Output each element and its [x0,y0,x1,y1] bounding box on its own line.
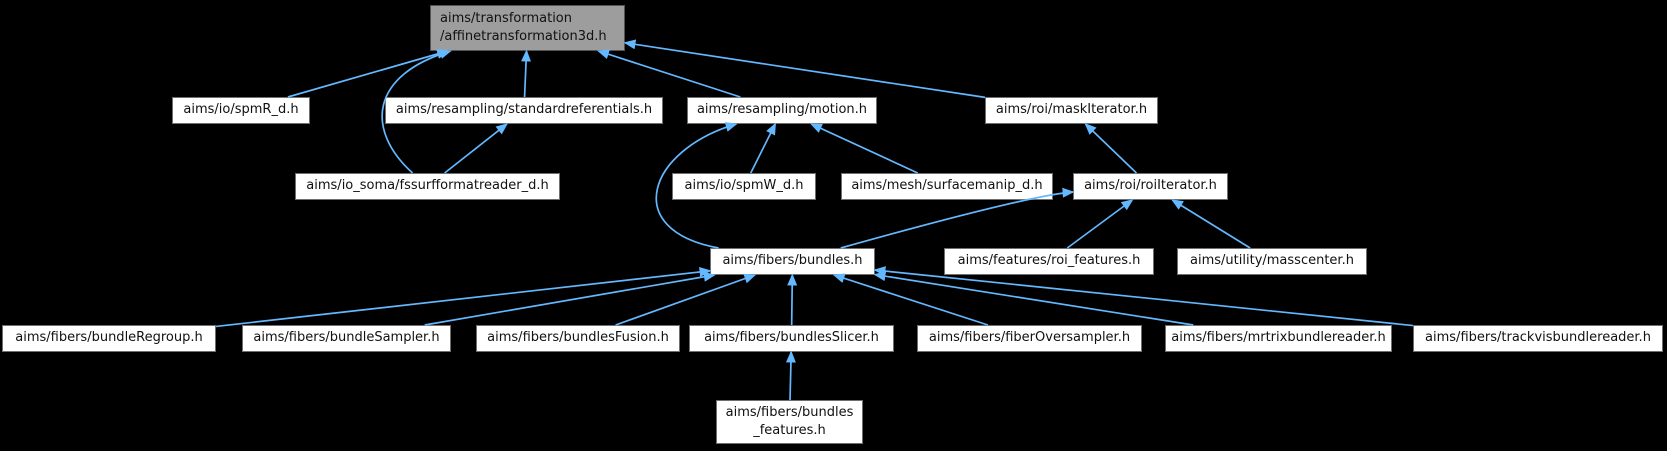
edge-bundles_features-to-bundlesSlicer [785,350,796,401]
graph-node-affinetransformation3d[interactable]: aims/transformation/affinetransformation… [430,5,625,51]
edge-bundleRegroup-to-bundles [215,267,712,328]
graph-node-label: aims/roi/maskIterator.h [995,102,1148,118]
graph-node-label: aims/roi/roiIterator.h [1084,178,1217,194]
graph-node-trackvisbundlereader[interactable]: aims/fibers/trackvisbundlereader.h [1413,325,1663,352]
graph-node-label: aims/io/spmR_d.h [183,102,299,118]
graph-node-maskIterator[interactable]: aims/roi/maskIterator.h [985,97,1158,124]
edge-mrtrixbundlereader-to-bundles [873,271,1194,326]
edge-spmR_d-to-affinetransformation3d [287,49,450,98]
graph-node-masscenter[interactable]: aims/utility/masscenter.h [1177,248,1367,275]
edge-spmW_d-to-motion [749,122,777,174]
graph-node-label: aims/fibers/fiberOversampler.h [928,330,1131,346]
graph-node-label: aims/transformation [440,10,572,26]
graph-node-roiIterator[interactable]: aims/roi/roiIterator.h [1073,173,1228,200]
graph-node-fiberOversampler[interactable]: aims/fibers/fiberOversampler.h [917,325,1142,352]
edge-surfacemanip_d-to-motion [809,123,919,174]
edge-fiberOversampler-to-bundles [832,273,989,326]
graph-node-bundlesFusion[interactable]: aims/fibers/bundlesFusion.h [476,325,680,352]
graph-node-label: _features.h [753,423,826,438]
edge-fssurfformatreader_d-to-standardreferentials [444,123,509,174]
graph-node-label: /affinetransformation3d.h [440,29,607,44]
edge-bundles-to-roiIterator [840,187,1075,249]
graph-node-bundlesSlicer[interactable]: aims/fibers/bundlesSlicer.h [689,325,894,352]
edge-bundleSampler-to-bundles [424,271,716,326]
graph-node-label: aims/fibers/bundleSampler.h [253,330,440,346]
graph-node-roi_features[interactable]: aims/features/roi_features.h [944,248,1154,275]
graph-node-bundleSampler[interactable]: aims/fibers/bundleSampler.h [242,325,451,352]
edge-roiIterator-to-maskIterator [1084,122,1138,174]
graph-node-spmR_d[interactable]: aims/io/spmR_d.h [172,97,310,124]
graph-node-label: aims/fibers/bundlesSlicer.h [704,330,879,346]
edge-motion-to-affinetransformation3d [597,49,741,98]
graph-node-bundles[interactable]: aims/fibers/bundles.h [710,248,875,275]
edge-masscenter-to-roiIterator [1171,199,1251,249]
graph-node-label: aims/utility/masscenter.h [1190,253,1354,269]
graph-node-label: aims/io/spmW_d.h [684,178,804,194]
graph-node-surfacemanip_d[interactable]: aims/mesh/surfacemanip_d.h [841,173,1053,200]
graph-node-motion[interactable]: aims/resampling/motion.h [687,97,877,124]
graph-node-label: aims/features/roi_features.h [957,253,1141,269]
edge-bundlesFusion-to-bundles [615,273,757,326]
edge-roi_features-to-roiIterator [1066,199,1134,249]
graph-node-label: aims/fibers/mrtrixbundlereader.h [1171,330,1386,346]
graph-node-bundles_features[interactable]: aims/fibers/bundles _features.h [716,400,863,444]
graph-node-label: aims/io_soma/fssurfformatreader_d.h [306,178,549,194]
edge-bundlesSlicer-to-bundles [787,273,798,326]
graph-node-spmW_d[interactable]: aims/io/spmW_d.h [672,173,816,200]
graph-node-label: aims/fibers/trackvisbundlereader.h [1425,330,1651,346]
graph-node-bundleRegroup[interactable]: aims/fibers/bundleRegroup.h [2,325,216,352]
graph-node-mrtrixbundlereader[interactable]: aims/fibers/mrtrixbundlereader.h [1165,325,1392,352]
graph-node-label: aims/resampling/motion.h [696,102,868,118]
graph-node-label: aims/fibers/bundles [725,404,854,420]
graph-node-label: aims/resampling/standardreferentials.h [395,102,653,118]
graph-node-fssurfformatreader_d[interactable]: aims/io_soma/fssurfformatreader_d.h [295,173,560,200]
edge-trackvisbundlereader-to-bundles [873,266,1414,327]
edge-maskIterator-to-affinetransformation3d [623,39,986,99]
graph-node-label: aims/mesh/surfacemanip_d.h [851,178,1043,194]
graph-node-standardreferentials[interactable]: aims/resampling/standardreferentials.h [385,97,663,124]
graph-node-label: aims/fibers/bundles.h [722,253,863,269]
graph-node-label: aims/fibers/bundlesFusion.h [487,330,669,346]
graph-node-label: aims/fibers/bundleRegroup.h [15,330,203,346]
edge-standardreferentials-to-affinetransformation3d [521,49,532,98]
